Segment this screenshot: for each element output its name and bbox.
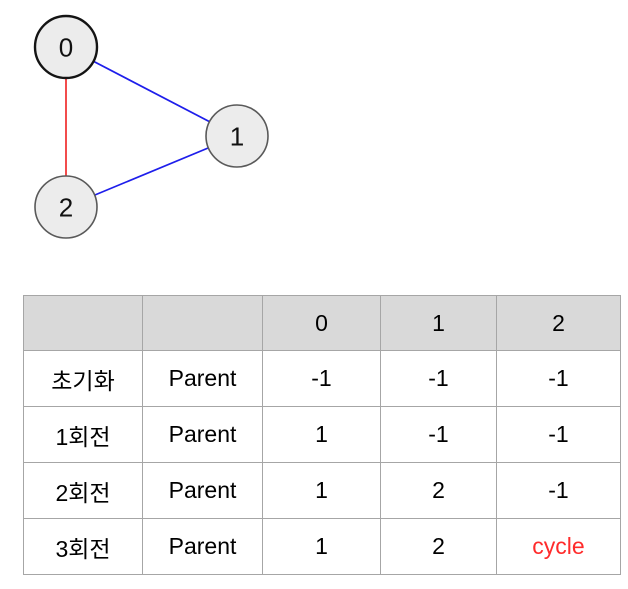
cell-init-1: -1: [380, 350, 497, 407]
graph-node-0-label: 0: [59, 32, 73, 62]
parent-state-table: 0 1 2 초기화 Parent -1 -1 -1 1회전 Parent 1 -…: [23, 295, 621, 575]
row-parent-label: Parent: [142, 406, 263, 463]
row-parent-label: Parent: [142, 462, 263, 519]
graph-node-1: [205, 104, 269, 168]
row-label: 3회전: [23, 518, 143, 575]
header-row: 0 1 2: [23, 295, 621, 351]
cell-r3-1: 2: [380, 518, 497, 575]
graph-node-2-label: 2: [59, 192, 73, 222]
row-parent-label: Parent: [142, 350, 263, 407]
row-label: 2회전: [23, 462, 143, 519]
graph-svg: 0 1 2: [33, 14, 269, 239]
cell-init-0: -1: [262, 350, 381, 407]
row-parent-label: Parent: [142, 518, 263, 575]
cell-r1-1: -1: [380, 406, 497, 463]
graph-node-1-label: 1: [230, 121, 244, 151]
cell-r2-0: 1: [262, 462, 381, 519]
cell-r2-1: 2: [380, 462, 497, 519]
cell-r1-2: -1: [496, 406, 621, 463]
header-cell-node-0: 0: [262, 295, 381, 351]
header-cell-node-2: 2: [496, 295, 621, 351]
row-label: 초기화: [23, 350, 143, 407]
table-row-round-3: 3회전 Parent 1 2 cycle: [23, 518, 621, 575]
table-row-round-2: 2회전 Parent 1 2 -1: [23, 462, 621, 519]
cell-init-2: -1: [496, 350, 621, 407]
graph-node-2: [34, 175, 98, 239]
cell-r1-0: 1: [262, 406, 381, 463]
table-row-round-1: 1회전 Parent 1 -1 -1: [23, 406, 621, 463]
header-cell-empty-2: [142, 295, 263, 351]
header-cell-empty-1: [23, 295, 143, 351]
cell-r3-0: 1: [262, 518, 381, 575]
header-cell-node-1: 1: [380, 295, 497, 351]
graph-node-0: [33, 14, 99, 80]
cell-cycle: cycle: [496, 518, 621, 575]
cell-r2-2: -1: [496, 462, 621, 519]
table-row-init: 초기화 Parent -1 -1 -1: [23, 350, 621, 407]
graph-diagram: 0 1 2: [0, 0, 300, 270]
row-label: 1회전: [23, 406, 143, 463]
